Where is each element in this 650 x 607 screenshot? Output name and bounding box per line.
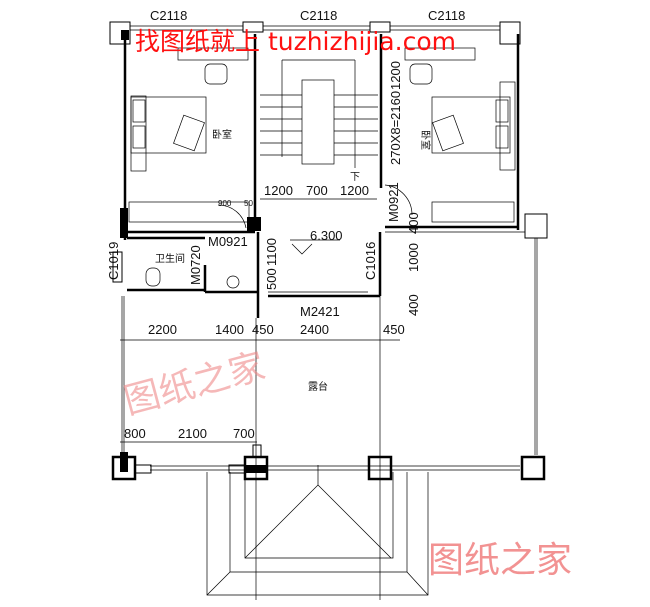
- dim: 450: [383, 322, 405, 337]
- watermark-diagonal: 图纸之家: [120, 346, 270, 423]
- door-label-bedroom-left: M0921: [208, 234, 248, 249]
- stair-run-dim: 270X8=2160: [388, 91, 403, 165]
- room-label-bedroom-right: 卧室: [419, 130, 432, 150]
- dim: 2200: [148, 322, 177, 337]
- dim: 800: [124, 426, 146, 441]
- level-label: 6.300: [310, 228, 343, 243]
- porch-roof: [206, 465, 429, 596]
- dim: 700: [233, 426, 255, 441]
- staircase: [260, 59, 378, 200]
- door-label-terrace: M2421: [300, 304, 340, 319]
- dim: 400: [406, 212, 421, 234]
- door-dim: 900: [218, 199, 232, 208]
- dim: 450: [252, 322, 274, 337]
- door-label-bath: M0720: [188, 245, 203, 285]
- door-swing: [217, 204, 247, 229]
- window-label-landing: C1016: [363, 242, 378, 280]
- window-label: C2118: [300, 8, 337, 23]
- columns: [111, 444, 546, 481]
- room-label-bedroom-left: 卧室: [212, 128, 232, 141]
- top-windows: [109, 21, 521, 45]
- watermark-bottom: 图纸之家: [428, 540, 572, 581]
- dim: 2400: [300, 322, 329, 337]
- door-label-bedroom-right: M0921: [386, 182, 401, 222]
- dim: 1100: [264, 238, 279, 266]
- walls: [120, 30, 548, 318]
- dim: 500: [264, 268, 279, 290]
- watermark-top: 找图纸就上 tuzhizhijia.com: [135, 27, 456, 56]
- sink: [226, 275, 240, 289]
- stair-down-label: 下: [350, 172, 360, 183]
- stair-top-dim: 1200: [388, 61, 403, 90]
- dim: 2100: [178, 426, 207, 441]
- toilet: [145, 267, 161, 287]
- dim: 1400: [215, 322, 244, 337]
- bed-left: [128, 47, 250, 223]
- stair-dim: 1200: [340, 183, 369, 198]
- stair-dim: 700: [306, 183, 328, 198]
- dim: 400: [406, 294, 421, 316]
- window-label: C2118: [428, 8, 465, 23]
- door-swing: [384, 184, 413, 216]
- dim: 1000: [406, 243, 421, 272]
- stair-dim: 1200: [264, 183, 293, 198]
- level-marker: [291, 243, 313, 255]
- window-label: C2118: [150, 8, 187, 23]
- room-label-bath: 卫生间: [155, 252, 185, 265]
- bed-right: [404, 47, 516, 223]
- room-label-terrace: 露台: [308, 380, 328, 393]
- door-dim: 50: [244, 199, 253, 208]
- terrace-lines: [120, 238, 538, 600]
